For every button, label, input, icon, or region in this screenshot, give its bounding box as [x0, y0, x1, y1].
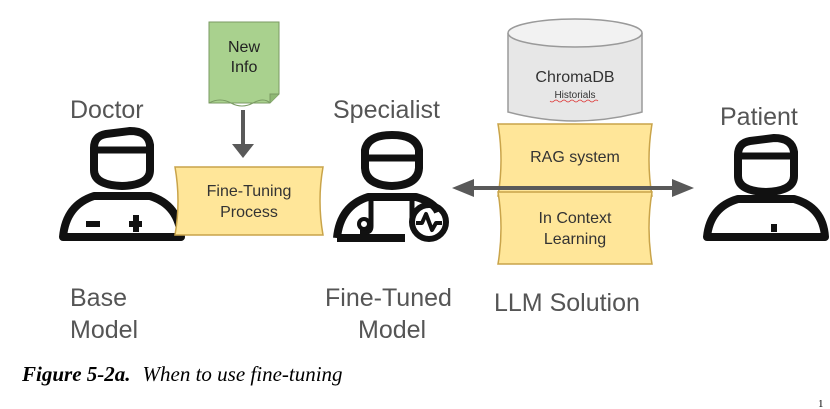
rag-system-label: RAG system	[530, 149, 620, 166]
in-context-line2: Learning	[544, 231, 606, 248]
new-info-line2: Info	[231, 59, 258, 76]
doctor-bottom-line1: Base	[70, 284, 127, 312]
specialist-icon	[333, 131, 449, 242]
new-info-line1: New	[228, 39, 260, 56]
caption-label: Figure 5-2a.	[21, 362, 131, 386]
in-context-learning-box: In Context Learning	[497, 191, 653, 265]
doctor-icon	[59, 127, 185, 241]
bidirectional-arrow	[452, 179, 694, 197]
doctor-title: Doctor	[70, 96, 144, 124]
llm-solution-label: LLM Solution	[494, 289, 640, 317]
chromadb-title: ChromaDB	[535, 69, 614, 86]
patient-title: Patient	[720, 103, 798, 131]
specialist-title: Specialist	[333, 96, 440, 124]
figure-caption: Figure 5-2a. When to use fine-tuning	[21, 362, 343, 386]
fine-tuning-box: Fine-Tuning Process	[174, 166, 324, 236]
fine-tuning-line1: Fine-Tuning	[207, 183, 292, 200]
fine-tuning-line2: Process	[220, 204, 278, 221]
in-context-line1: In Context	[539, 210, 612, 227]
specialist-bottom-line2: Model	[358, 316, 426, 344]
stray-mark: 1	[818, 398, 824, 409]
caption-text: When to use fine-tuning	[143, 362, 343, 386]
new-info-arrowhead	[232, 144, 254, 158]
new-info-note: New Info	[208, 21, 280, 107]
rag-system-box: RAG system	[497, 123, 653, 197]
patient-icon	[703, 134, 829, 241]
specialist-bottom-line1: Fine-Tuned	[325, 284, 452, 312]
chromadb-subtitle: Historials	[554, 90, 595, 101]
chromadb-cylinder: ChromaDB Historials	[507, 18, 643, 122]
doctor-bottom-line2: Model	[70, 316, 138, 344]
